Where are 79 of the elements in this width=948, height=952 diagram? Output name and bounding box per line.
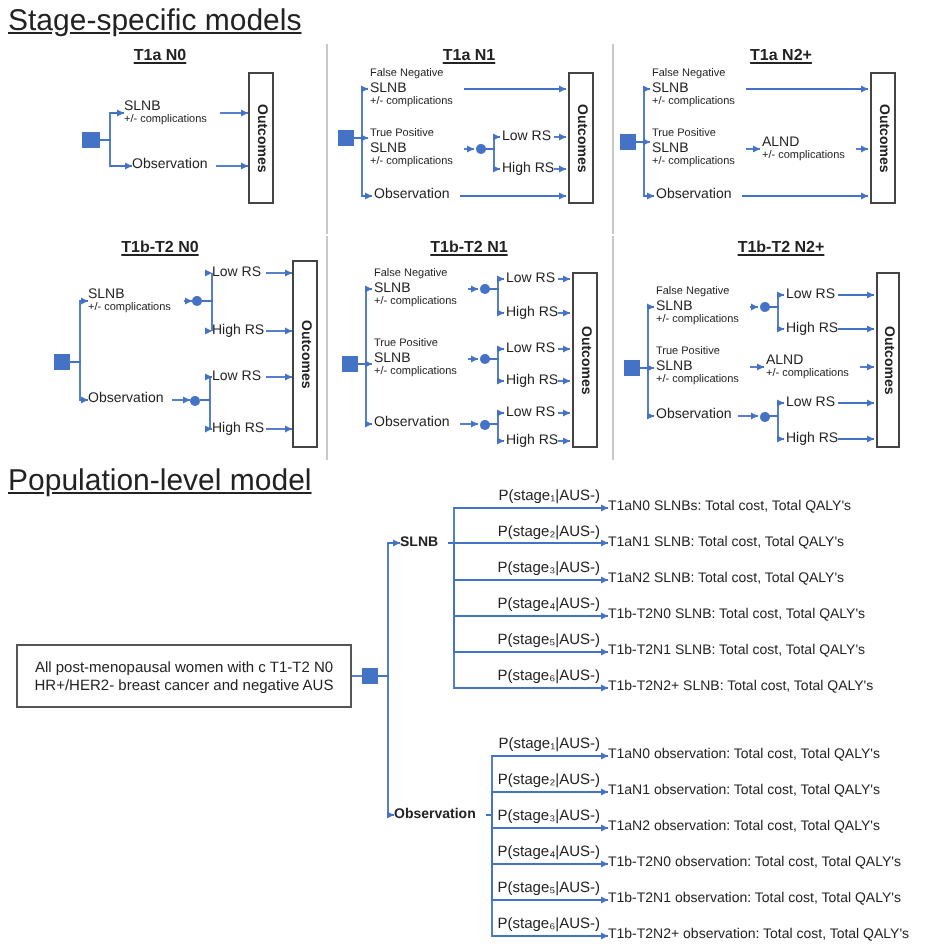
arrow — [69, 361, 89, 404]
arrow — [463, 145, 475, 153]
arrow — [557, 437, 571, 445]
arrow — [749, 363, 765, 371]
arrow — [459, 192, 567, 200]
arrow — [485, 788, 609, 816]
arrow — [737, 412, 759, 420]
arrow — [767, 415, 785, 443]
arrow — [459, 420, 479, 428]
junction-dot — [480, 354, 490, 364]
arrow — [557, 345, 571, 353]
junction-dot — [480, 284, 490, 294]
section-heading: Stage-specific models — [8, 4, 302, 38]
arrow — [199, 399, 213, 433]
arrow — [557, 377, 571, 385]
arrow — [557, 275, 571, 283]
arrow — [265, 269, 293, 277]
arrow — [557, 309, 571, 317]
arrow — [483, 148, 501, 173]
panel-title: T1a N0 — [131, 46, 189, 64]
arrow — [447, 504, 609, 544]
panel-title: T1a N1 — [440, 46, 498, 64]
arrow — [487, 358, 505, 385]
arrow — [215, 162, 249, 170]
junction-dot — [760, 411, 770, 421]
arrow — [557, 409, 571, 417]
arrow — [487, 423, 505, 445]
arrow — [463, 85, 567, 93]
arrow — [485, 814, 609, 940]
arrow — [749, 303, 759, 311]
arrow — [171, 396, 191, 404]
arrow — [219, 109, 249, 117]
arrow — [637, 367, 655, 420]
arrow — [467, 285, 479, 293]
decision-square — [620, 134, 636, 150]
arrow — [183, 297, 193, 305]
arrow — [99, 139, 133, 170]
arrow — [265, 425, 293, 433]
arrow — [767, 306, 785, 333]
decision-square — [338, 130, 354, 146]
panel-title: T1b-T2 N2+ — [735, 238, 827, 256]
arrow — [377, 675, 395, 819]
panel-title: T1b-T2 N0 — [119, 238, 201, 256]
junction-dot — [190, 395, 200, 405]
arrow — [201, 272, 216, 302]
arrow — [467, 355, 479, 363]
arrow — [199, 373, 213, 401]
arrow — [745, 145, 761, 153]
arrow — [265, 373, 293, 381]
arrow — [553, 165, 567, 173]
arrow — [837, 435, 875, 443]
junction-dot — [476, 144, 486, 154]
arrow — [855, 145, 869, 153]
panel-title: T1b-T2 N1 — [428, 238, 510, 256]
connector-line — [351, 675, 363, 677]
arrow — [837, 291, 875, 299]
arrow — [837, 325, 875, 333]
arrow — [859, 363, 875, 371]
arrow — [745, 85, 869, 93]
arrow — [487, 288, 505, 317]
arrow — [351, 137, 373, 200]
decision-square — [362, 668, 378, 684]
junction-dot — [480, 419, 490, 429]
panel-title: T1a N2+ — [748, 46, 814, 64]
arrow — [633, 141, 655, 200]
arrow — [265, 327, 293, 335]
decision-square — [82, 132, 100, 148]
arrow — [355, 363, 373, 428]
arrow — [741, 192, 869, 200]
decision-square — [54, 354, 70, 370]
arrow — [553, 133, 567, 141]
arrow — [201, 300, 216, 332]
junction-dot — [192, 296, 202, 306]
arrow — [447, 542, 609, 692]
decision-square — [624, 360, 640, 376]
arrow — [837, 399, 875, 407]
section-heading: Population-level model — [8, 464, 312, 498]
decision-square — [342, 356, 358, 372]
junction-dot — [760, 302, 770, 312]
